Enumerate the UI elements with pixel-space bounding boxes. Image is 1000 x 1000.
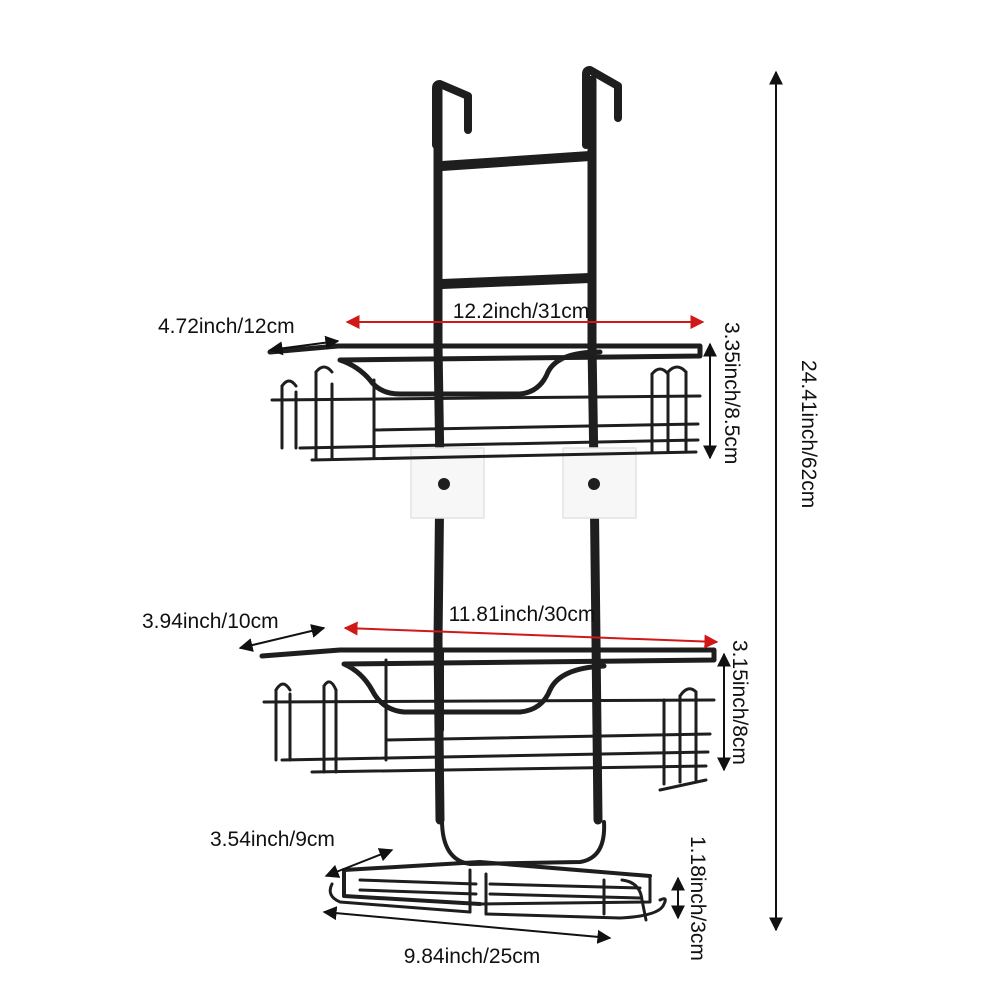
middle-shelf-height-label: 3.15inch/8cm bbox=[728, 640, 751, 765]
dimension-arrows bbox=[238, 70, 783, 944]
top-shelf-width-label: 12.2inch/31cm bbox=[453, 300, 590, 323]
middle-shelf-depth-arrow bbox=[238, 624, 326, 652]
soap-tray-height-label: 1.18inch/3cm bbox=[686, 836, 709, 961]
top-shelf-height-label: 3.35inch/8.5cm bbox=[720, 322, 743, 464]
total-height-label: 24.41inch/62cm bbox=[797, 360, 820, 508]
dimension-labels: 12.2inch/31cm 4.72inch/12cm 3.35inch/8.5… bbox=[142, 300, 820, 968]
soap-tray-basket bbox=[328, 818, 667, 922]
soap-tray-depth-arrow bbox=[324, 848, 394, 878]
crossbar-middle bbox=[437, 273, 595, 289]
top-shelf-depth-label: 4.72inch/12cm bbox=[158, 315, 295, 338]
adhesive-knob-right bbox=[588, 478, 600, 490]
soap-tray-width-label: 9.84inch/25cm bbox=[404, 945, 541, 968]
soap-tray-width-arrow bbox=[322, 906, 612, 944]
middle-shelf-width-arrow bbox=[343, 621, 719, 649]
soap-tray-depth-label: 3.54inch/9cm bbox=[210, 828, 335, 851]
top-shelf-basket bbox=[267, 343, 703, 462]
middle-shelf-basket bbox=[259, 647, 717, 792]
crossbar-top bbox=[437, 151, 595, 171]
middle-shelf-width-label: 11.81inch/30cm bbox=[449, 603, 596, 626]
shower-caddy-rack bbox=[259, 66, 717, 922]
door-hook-right bbox=[582, 66, 622, 149]
top-shelf-depth-arrow bbox=[268, 335, 340, 356]
adhesive-knob-left bbox=[438, 478, 450, 490]
middle-shelf-depth-label: 3.94inch/10cm bbox=[142, 610, 279, 633]
